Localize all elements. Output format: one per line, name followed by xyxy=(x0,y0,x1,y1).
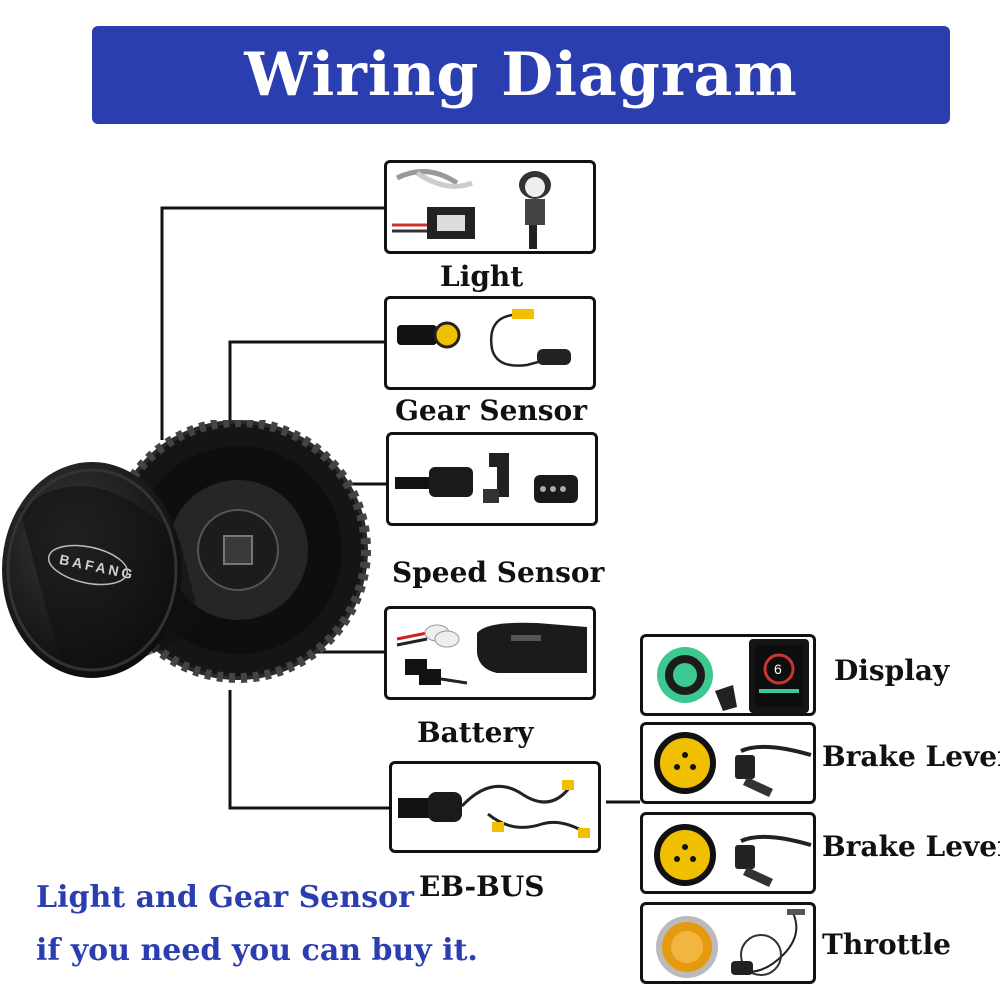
gear-sensor-image xyxy=(397,309,571,367)
gear-sensor-box xyxy=(384,296,596,390)
label-light: Light xyxy=(440,260,524,293)
light-box xyxy=(384,160,596,254)
note-line-2: if you need you can buy it. xyxy=(36,933,478,968)
title-banner: Wiring Diagram xyxy=(92,26,950,124)
light-wires-image xyxy=(392,169,551,249)
wire-gear-sensor xyxy=(228,340,386,440)
display-image: 6 xyxy=(657,639,809,713)
battery-image xyxy=(396,622,587,685)
display-screen-number: 6 xyxy=(774,661,782,677)
label-speed-sensor: Speed Sensor xyxy=(392,556,605,589)
label-battery: Battery xyxy=(417,716,534,749)
throttle-image xyxy=(656,909,805,978)
label-brake-lever-1: Brake Lever xyxy=(822,740,1000,773)
eb-bus-image xyxy=(398,780,590,838)
speed-sensor-box xyxy=(386,432,598,526)
battery-box xyxy=(384,606,596,700)
speed-sensor-image xyxy=(395,453,578,503)
wire-light xyxy=(160,206,386,440)
label-eb-bus: EB-BUS xyxy=(419,870,545,903)
brake-lever-2-image xyxy=(654,824,812,887)
wire-eb-bus xyxy=(228,690,390,810)
display-box: 6 xyxy=(640,634,816,716)
brake-lever-1-box xyxy=(640,722,816,804)
eb-bus-box xyxy=(389,761,601,853)
label-gear-sensor: Gear Sensor xyxy=(395,394,587,427)
throttle-box xyxy=(640,902,816,984)
bafang-motor: BAFANG xyxy=(2,420,371,683)
label-display: Display xyxy=(834,654,950,687)
page-title: Wiring Diagram xyxy=(244,40,798,110)
brake-lever-2-box xyxy=(640,812,816,894)
label-throttle: Throttle xyxy=(822,928,951,961)
brake-lever-1-image xyxy=(654,732,812,797)
note-line-1: Light and Gear Sensor xyxy=(36,880,414,915)
label-brake-lever-2: Brake Lever xyxy=(822,830,1000,863)
